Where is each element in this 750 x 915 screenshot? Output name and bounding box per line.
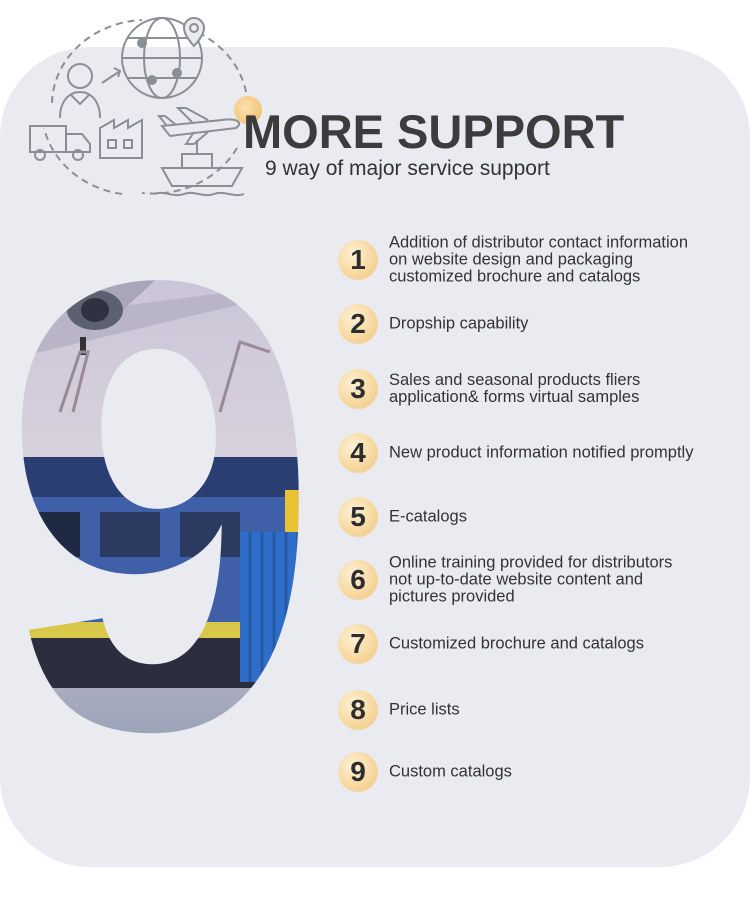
location-pin-icon (182, 17, 206, 48)
number-badge: 5 (338, 497, 378, 537)
number-badge: 4 (338, 433, 378, 473)
airplane-photo (2, 262, 250, 357)
number-badge: 7 (338, 624, 378, 664)
service-text: Customized brochure and catalogs (389, 634, 644, 653)
airplane-icon (156, 107, 241, 145)
service-text: Custom catalogs (389, 762, 512, 781)
service-item-1: 1 Addition of distributor contact inform… (338, 234, 743, 285)
service-text: Dropship capability (389, 314, 529, 333)
number-badge: 3 (338, 369, 378, 409)
number-badge: 2 (338, 304, 378, 344)
title-accent-dot (234, 96, 262, 124)
number-badge: 8 (338, 690, 378, 730)
service-item-2: 2 Dropship capability (338, 304, 743, 344)
service-text: New product information notified promptl… (389, 443, 694, 462)
page-title: MORE SUPPORT (243, 105, 625, 158)
service-item-5: 5 E-catalogs (338, 497, 743, 537)
service-text: E-catalogs (389, 507, 467, 526)
service-text: Addition of distributor contact informat… (389, 233, 688, 286)
page-subtitle: 9 way of major service support (265, 157, 550, 180)
service-text: Sales and seasonal products fliers appli… (389, 371, 641, 406)
hero-digit-nine: 9 (2, 262, 320, 737)
dashed-orbit-icon (51, 19, 143, 104)
service-item-8: 8 Price lists (338, 690, 743, 730)
service-item-7: 7 Customized brochure and catalogs (338, 624, 743, 664)
train-photo (2, 457, 320, 688)
truck-icon (29, 125, 91, 161)
globe-icon (121, 17, 203, 99)
service-item-6: 6 Online training provided for distribut… (338, 554, 743, 605)
number-badge: 1 (338, 240, 378, 280)
logistics-illustration (29, 17, 248, 197)
factory-icon (99, 118, 143, 159)
ship-icon (153, 140, 245, 197)
service-item-3: 3 Sales and seasonal products fliers app… (338, 369, 743, 409)
service-item-9: 9 Custom catalogs (338, 752, 743, 792)
arrow-icon (101, 67, 122, 84)
person-icon (59, 63, 101, 119)
service-item-4: 4 New product information notified promp… (338, 433, 743, 473)
number-badge: 9 (338, 752, 378, 792)
service-text: Online training provided for distributor… (389, 553, 673, 606)
service-text: Price lists (389, 700, 460, 719)
number-badge: 6 (338, 560, 378, 600)
